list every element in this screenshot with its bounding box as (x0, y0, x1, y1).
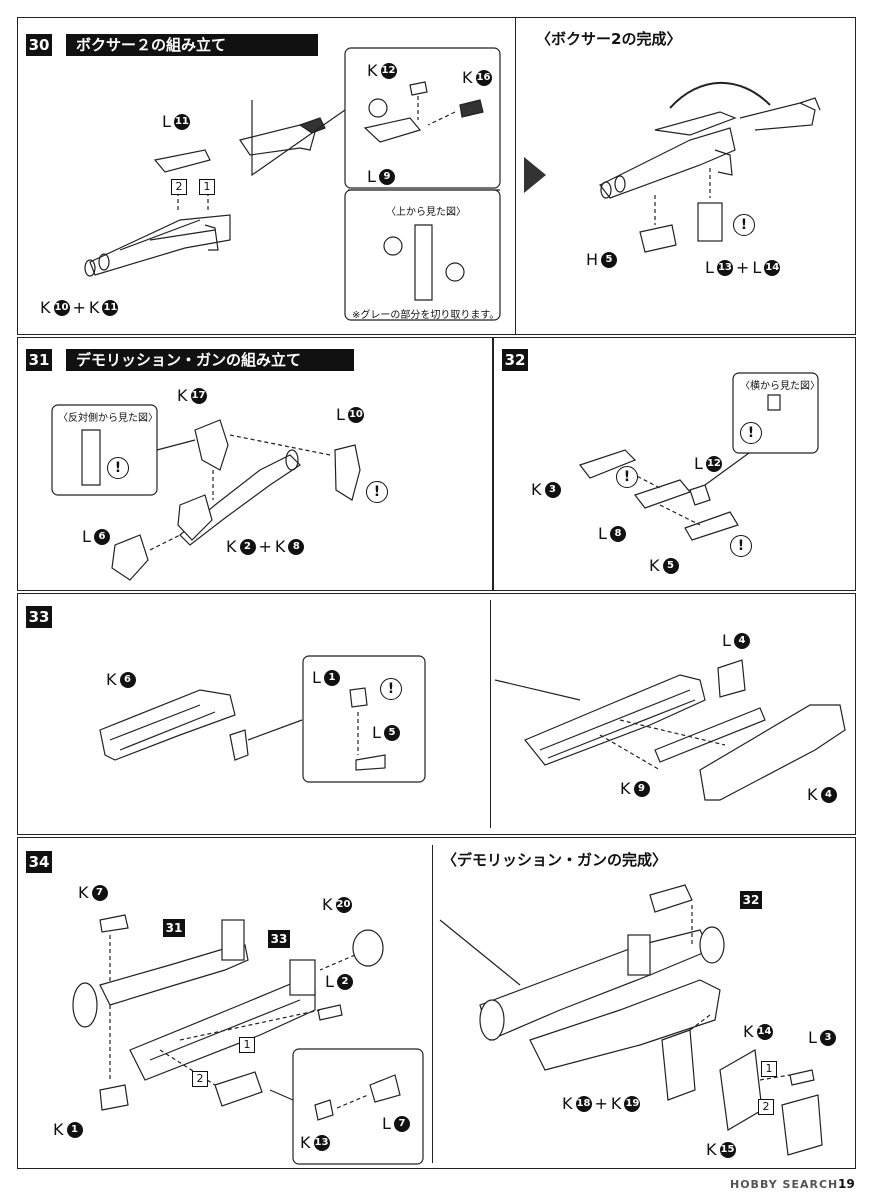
step-number-30: 30 (26, 34, 52, 56)
step34-drawing (72, 884, 823, 1165)
step-number-34: 34 (26, 851, 52, 873)
caution-icon: ! (366, 481, 388, 503)
step-number-32: 32 (502, 349, 528, 371)
caution-icon: ! (733, 214, 755, 236)
order-1: 1 (199, 179, 215, 195)
step33-frame (17, 593, 856, 835)
gun-complete-title: 〈デモリッション・ガンの完成〉 (442, 851, 668, 869)
watermark-text: HOBBY SEARCH (730, 1178, 839, 1191)
step30-frame (17, 17, 856, 335)
caution-icon: ! (107, 457, 129, 479)
side-view-caption: 〈横から見た図〉 (740, 381, 820, 392)
ref-step-31: 31 (163, 919, 185, 937)
step33-drawing (99, 655, 846, 801)
step30-inset-frame (344, 47, 501, 189)
page-number: 19 (838, 1177, 855, 1191)
opposite-view-caption: 〈反対側から見た図〉 (58, 413, 158, 424)
demolition-gun-drawing (51, 404, 361, 581)
step34-divider (432, 845, 433, 1163)
step33-divider (490, 600, 491, 828)
step30-title: ボクサー２の組み立て (66, 34, 318, 56)
boxer-complete-title: 〈ボクサー2の完成〉 (536, 30, 682, 48)
step31-frame (17, 337, 493, 591)
caution-icon: ! (740, 422, 762, 444)
order-2: 2 (192, 1071, 208, 1087)
step-number-33: 33 (26, 606, 52, 628)
top-view-caption: 〈上から見た図〉 (386, 207, 466, 218)
cut-gray-note: ※グレーの部分を切り取ります。 (352, 310, 500, 321)
ref-step-32: 32 (740, 891, 762, 909)
caution-icon: ! (380, 678, 402, 700)
boxer-barrel-drawing (84, 214, 231, 277)
boxer-complete-drawing (599, 81, 821, 253)
ref-step-33: 33 (268, 930, 290, 948)
order-2: 2 (758, 1099, 774, 1115)
step34-frame (17, 837, 856, 1169)
step32-frame (493, 337, 856, 591)
step31-title: デモリッション・ガンの組み立て (66, 349, 354, 371)
order-2: 2 (171, 179, 187, 195)
boxer-divider (515, 17, 516, 335)
boxer-upper-part (239, 124, 316, 156)
caution-icon: ! (616, 466, 638, 488)
caution-icon: ! (730, 535, 752, 557)
order-1: 1 (239, 1037, 255, 1053)
boxer-l11-part (153, 149, 211, 173)
step-number-31: 31 (26, 349, 52, 371)
order-1: 1 (761, 1061, 777, 1077)
next-arrow-icon (524, 157, 546, 193)
